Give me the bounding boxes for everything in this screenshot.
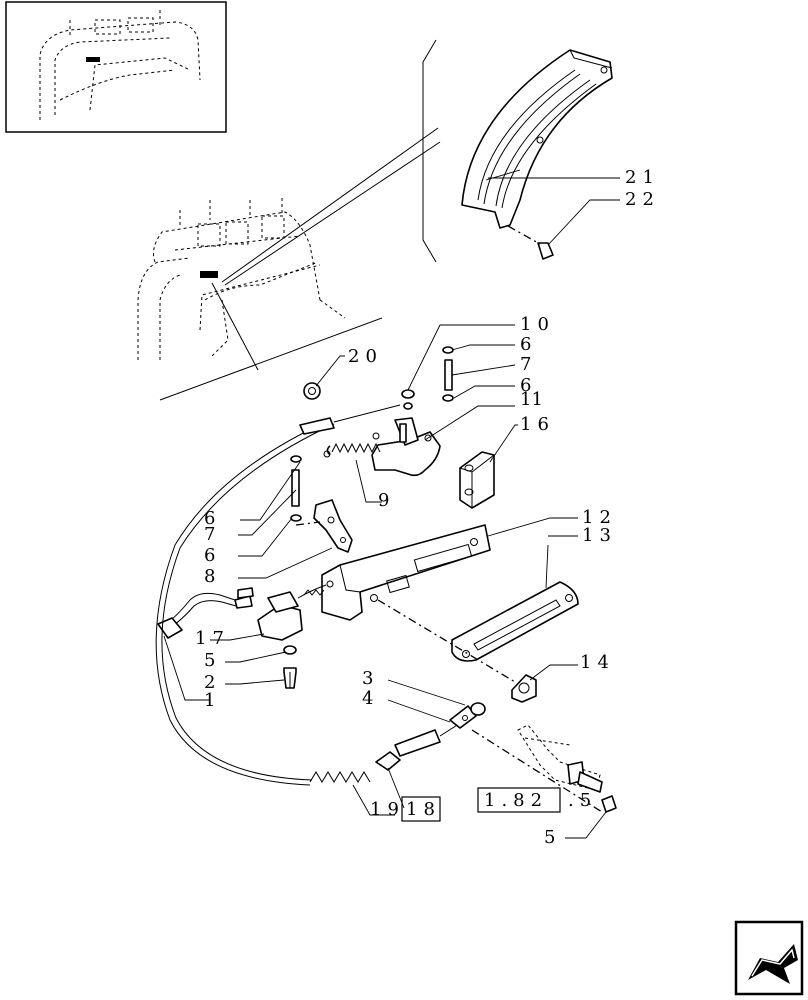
circlip [303, 382, 321, 400]
callout-17: 17 [195, 628, 230, 649]
callout-13: 13 [582, 525, 617, 546]
callout-6: 6 [204, 508, 221, 529]
next-page-arrow-icon [748, 944, 798, 984]
angled-mounting-plate [321, 524, 491, 621]
callout-7: 7 [520, 354, 537, 375]
link-plate [295, 499, 353, 553]
left-pin-assembly [290, 455, 302, 522]
overview-thumbnail [5, 1, 227, 133]
callout-7: 7 [204, 524, 221, 545]
callout-5: 5 [544, 827, 561, 848]
callout-6: 6 [520, 334, 537, 355]
callout-12: 12 [582, 507, 617, 528]
callout-10: 10 [520, 314, 555, 335]
tension-spring [323, 432, 381, 458]
reference-1-82: 1.82 [484, 790, 548, 811]
callout-labels: 21 22 20 10 6 7 6 11 16 9 6 7 6 8 12 13 … [195, 167, 660, 848]
control-cable [155, 404, 463, 786]
callout-8: 8 [204, 566, 221, 587]
reference-19: 19 [370, 799, 405, 820]
callout-22: 22 [625, 189, 660, 210]
u-bracket [459, 451, 495, 509]
leader-lines [163, 169, 620, 839]
view-separator-lines [159, 39, 437, 401]
cab-overview-sketch [137, 127, 441, 371]
callout-1: 1 [204, 690, 221, 711]
callout-11: 11 [520, 389, 543, 410]
reference-18: 18 [406, 799, 441, 820]
callout-3: 3 [362, 668, 379, 689]
callout-9: 9 [378, 490, 395, 511]
referenced-gear-lever [517, 724, 617, 813]
switch-fasteners [283, 645, 297, 689]
callout-5: 5 [204, 650, 221, 671]
cap-screw [511, 674, 537, 703]
reference-suffix-5: .5 [568, 790, 597, 811]
callout-4: 4 [362, 688, 379, 709]
reference-1-82-5: 1.82 .5 [477, 787, 597, 813]
callout-20: 20 [348, 346, 383, 367]
curved-gate-plate [461, 49, 613, 229]
reference-19-18: 19 18 [370, 796, 441, 822]
bolt [507, 225, 554, 260]
callout-14: 14 [580, 652, 615, 673]
callout-6: 6 [204, 545, 221, 566]
release-lever [371, 417, 441, 477]
next-page-button[interactable] [734, 920, 804, 996]
callout-16: 16 [520, 414, 555, 435]
callout-6: 6 [520, 375, 537, 396]
gate-cover-plate [377, 581, 579, 683]
callout-21: 21 [625, 167, 660, 188]
upper-pin-assembly [401, 346, 454, 410]
callout-2: 2 [204, 672, 221, 693]
cable-clevis [449, 702, 603, 813]
microswitch-harness [157, 584, 327, 641]
